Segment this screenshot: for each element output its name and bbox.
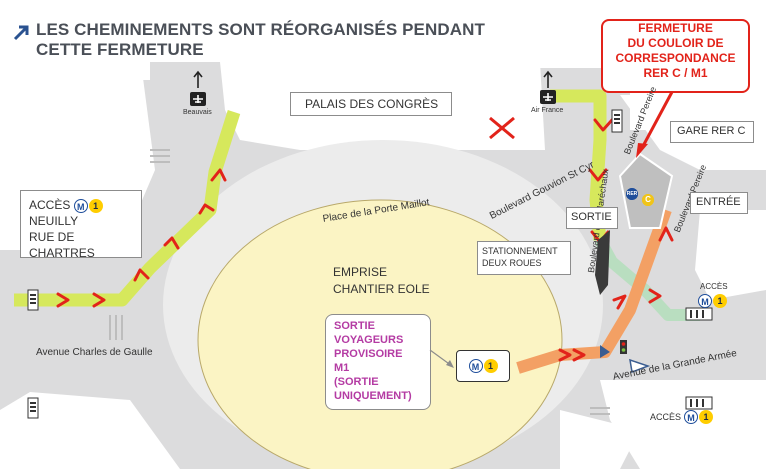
beauvais-label: Beauvais [183,109,212,116]
acces-right-badge: M 1 [698,292,727,310]
sortie-box: SORTIE [566,207,618,229]
rer-icon: RER [626,188,638,200]
rer-line-c-icon: C [642,194,654,206]
temporary-exit-box: SORTIE VOYAGEURS PROVISOIRE M1 (SORTIE U… [325,314,431,410]
metro-m-icon: M [468,359,483,373]
entree-label: ENTRÉE [696,196,741,208]
exit-line-2: VOYAGEURS [334,334,404,346]
metro-1-badge: M 1 [684,410,714,424]
acces-bottom-label: ACCÈS [650,412,682,422]
metro-line-icon: 1 [699,410,714,424]
exit-line-4: M1 [334,362,350,374]
closure-pointer [636,91,674,158]
acces-neuilly-line-1: ACCÈS [29,198,71,212]
closure-line-3: CORRESPONDANCE [615,51,736,65]
page-title: LES CHEMINEMENTS SONT RÉORGANISÉS PENDAN… [36,20,556,60]
direction-chevrons [56,118,674,362]
palais-label-box: PALAIS DES CONGRÈS [290,92,452,116]
metro-1-badge: M 1 [73,198,103,213]
palais-label: PALAIS DES CONGRÈS [305,97,439,111]
stationnement-line-1: STATIONNEMENT [482,246,558,256]
gare-rer-c-label: GARE RER C [677,125,746,137]
closed-route-icon [489,116,515,140]
metro-1-badge: M 1 [698,293,727,308]
sortie-label: SORTIE [571,211,612,223]
metro-m-icon: M [698,293,712,308]
acces-neuilly-box: ACCÈS M 1 NEUILLY RUE DE CHARTRES [20,190,142,260]
bus-stop-triangle [600,345,610,358]
emprise-line-1: EMPRISE [333,265,388,279]
metro-1-badge: M 1 [468,359,498,373]
exit-line-1: SORTIE [334,320,375,332]
escalator-icon [27,109,713,419]
metro-line-icon: 1 [713,293,727,308]
metro-m-icon: M [684,410,699,424]
title-line-2: CETTE FERMETURE [36,40,204,59]
gare-rer-c-box: GARE RER C [670,121,754,143]
closure-line-2: DU COULOIR DE [627,36,724,50]
exit-line-6: UNIQUEMENT) [334,390,412,402]
exit-line-3: PROVISOIRE [334,348,403,360]
air-france-label: Air France [531,107,564,114]
stationnement-box: STATIONNEMENT DEUX ROUES [477,241,571,275]
entree-box: ENTRÉE [690,192,748,214]
bus-stop-triangle [629,358,651,374]
title-line-1: LES CHEMINEMENTS SONT RÉORGANISÉS PENDAN… [36,20,485,39]
closure-callout: FERMETURE DU COULOIR DE CORRESPONDANCE R… [601,19,750,93]
charles-de-gaulle-label: Avenue Charles de Gaulle [36,347,153,358]
closure-line-4: RER C / M1 [643,66,708,80]
acces-right-label: ACCÈS [700,282,728,291]
direction-arrows [193,70,553,88]
stationnement-line-2: DEUX ROUES [482,258,542,268]
closure-line-1: FERMETURE [638,21,713,35]
traffic-light [620,340,627,354]
acces-bottom: ACCÈS M 1 [650,410,714,424]
airplane-icon [190,90,556,106]
emprise-line-2: CHANTIER EOLE [333,282,430,296]
metro-line-icon: 1 [88,198,103,213]
exit-line-5: (SORTIE [334,376,379,388]
exit-pointer [429,349,454,368]
metro-line-icon: 1 [483,359,498,373]
m1-exit-marker: M 1 [456,350,510,382]
acces-neuilly-line-3: RUE DE CHARTRES [29,230,95,260]
metro-m-icon: M [73,198,88,213]
arrow-up-right-icon [13,25,29,41]
acces-neuilly-line-2: NEUILLY [29,214,79,228]
station-structure [595,230,610,295]
crosswalks [109,149,610,415]
walking-path-northwest [14,110,241,307]
